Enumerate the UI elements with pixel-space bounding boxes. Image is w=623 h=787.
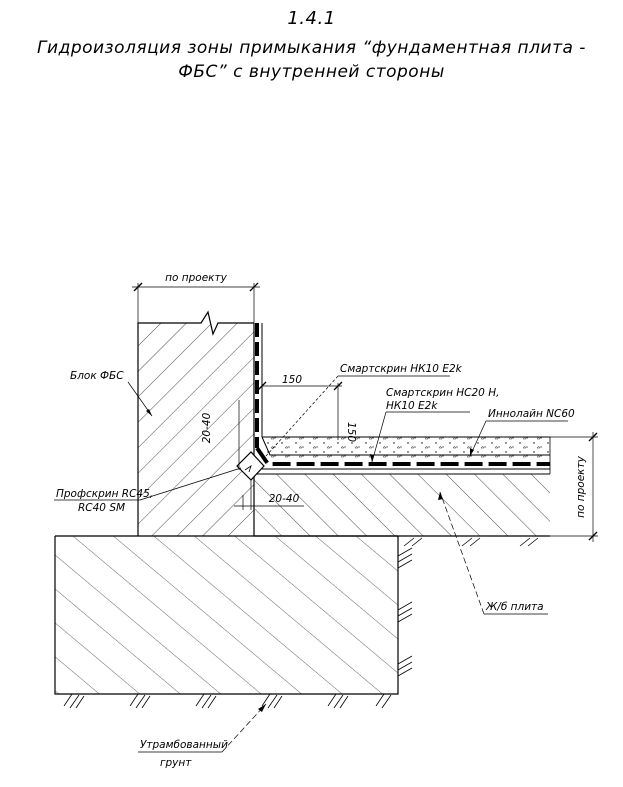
- dimension-20-40-vertical: 20-40: [201, 400, 240, 470]
- label-smartskrin-ns20-2: НК10 Е2k: [386, 400, 438, 412]
- screed-layer: [262, 436, 551, 474]
- fbs-block: [137, 310, 255, 536]
- leader-profskrin: Профскрин RC45, RC40 SM: [54, 467, 242, 514]
- label-smartskrin-ns20-1: Смартскрин НС20 Н,: [386, 387, 499, 399]
- label-smartskrin-nk10: Смартскрин НК10 Е2k: [340, 363, 463, 375]
- concrete-slab: [253, 473, 550, 537]
- drawing-number: 1.4.1: [287, 8, 336, 29]
- compacted-soil: [54, 535, 539, 709]
- leader-innolain: Иннолайн NC60: [469, 408, 575, 457]
- dimension-right: по проекту: [550, 432, 598, 542]
- leader-smartskrin-ns20: Смартскрин НС20 Н, НК10 Е2k: [370, 387, 499, 463]
- dimension-150-horizontal: 150: [257, 374, 343, 440]
- dim-label-right: по проекту: [575, 455, 587, 517]
- dim-label-20-40-h: 20-40: [269, 493, 300, 505]
- label-profskrin-2: RC40 SM: [78, 502, 125, 514]
- leader-smartskrin-nk10: Смартскрин НК10 Е2k: [265, 363, 463, 457]
- label-zhb-plita: Ж/б плита: [485, 601, 544, 613]
- corner-fillet: [236, 451, 265, 481]
- drawing-title-line1: Гидроизоляция зоны примыкания “фундамент…: [37, 38, 586, 58]
- label-grunt-2: грунт: [160, 757, 192, 769]
- dim-label-150-h: 150: [282, 374, 302, 386]
- label-fbs-block: Блок ФБС: [70, 370, 124, 382]
- leader-grunt: Утрамбованный грунт: [138, 703, 267, 769]
- label-innolain: Иннолайн NC60: [488, 408, 575, 420]
- dim-label-150-v: 150: [345, 422, 357, 442]
- label-grunt-1: Утрамбованный: [140, 739, 228, 751]
- waterproofing-membrane: [255, 323, 550, 470]
- dimension-top: по проекту: [132, 272, 260, 323]
- label-profskrin-1: Профскрин RC45,: [56, 488, 153, 500]
- drawing-title-line2: ФБС” с внутренней стороны: [178, 62, 445, 82]
- dimension-20-40-horizontal: 20-40: [234, 480, 304, 510]
- dim-label-top: по проекту: [165, 272, 227, 284]
- leader-fbs-block: Блок ФБС: [70, 370, 153, 417]
- leader-zhb-plita: Ж/б плита: [438, 491, 548, 615]
- dim-label-20-40-v: 20-40: [201, 412, 213, 443]
